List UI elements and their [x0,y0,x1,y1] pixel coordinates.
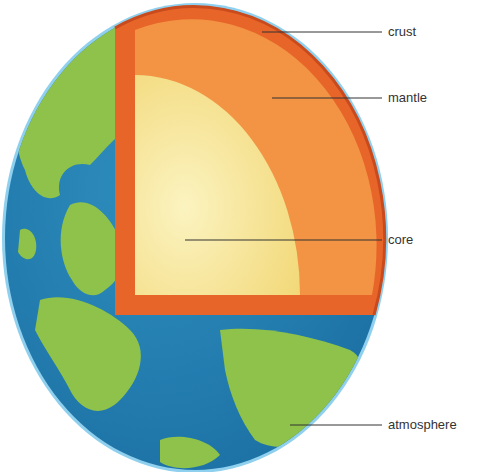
leader-lines [185,32,382,425]
core [135,75,300,295]
crust [115,7,385,315]
cut-face [115,7,385,315]
part-label: atmosphere [388,417,457,433]
part-label: core [388,232,413,248]
part-label: mantle [388,90,427,106]
mantle [135,19,377,295]
ocean [5,6,385,470]
atmosphere-ring [2,3,388,472]
part-label: crust [388,24,416,40]
